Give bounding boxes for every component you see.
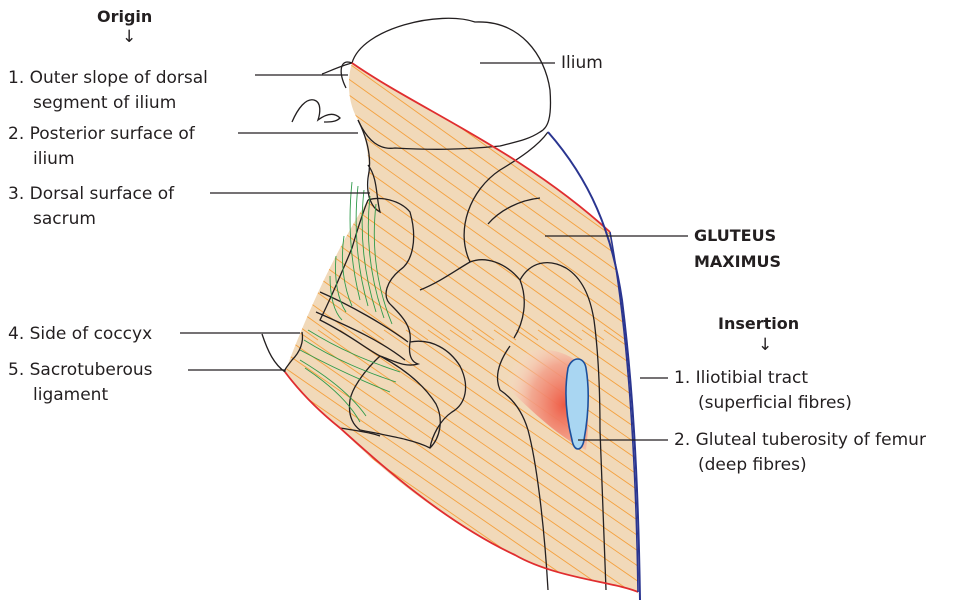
fibre-line [580, 40, 975, 340]
fibre-line [954, 40, 975, 340]
origin-5-line2: ligament [33, 383, 108, 407]
fibre-line [800, 40, 975, 340]
origin-1-line2: segment of ilium [33, 91, 176, 115]
fibre-line [912, 330, 975, 612]
insertion-2-line2: (deep fibres) [698, 453, 807, 477]
fibre-line [866, 40, 975, 340]
origin-1-line1: 1. Outer slope of dorsal [8, 66, 208, 90]
fibre-line [624, 40, 975, 340]
fibre-line [956, 330, 975, 612]
fibre-line [780, 330, 975, 612]
fibre-line [822, 40, 975, 340]
origin-3-line2: sacrum [33, 207, 96, 231]
origin-4-line1: 4. Side of coccyx [8, 322, 152, 346]
insertion-2-line1: 2. Gluteal tuberosity of femur [674, 428, 926, 452]
ilium-label: Ilium [561, 51, 603, 75]
muscle-name-line2: MAXIMUS [694, 250, 781, 274]
origin-arrow: ↓ [122, 28, 136, 46]
fibre-line [890, 330, 975, 612]
fibre-line [602, 40, 975, 340]
fibre-line [934, 330, 975, 612]
muscle-body [285, 63, 638, 592]
insertion-arrow: ↓ [758, 336, 772, 354]
fibre-line [824, 330, 975, 612]
insertion-heading: Insertion [718, 313, 799, 335]
fibre-line [690, 40, 975, 340]
fibre-line [756, 40, 975, 340]
fibre-line [778, 40, 975, 340]
fibre-line [844, 40, 975, 340]
fibre-line [802, 330, 975, 612]
fibre-line [668, 40, 975, 340]
origin-heading: Origin [97, 6, 152, 28]
fibre-line [868, 330, 975, 612]
muscle-name-line1: GLUTEUS [694, 224, 776, 248]
fibre-line [734, 40, 975, 340]
origin-2-line2: ilium [33, 147, 75, 171]
origin-3-line1: 3. Dorsal surface of [8, 182, 174, 206]
fibre-line [712, 40, 975, 340]
insertion-1-line2: (superficial fibres) [698, 391, 852, 415]
fibre-line [888, 40, 975, 340]
origin-5-line1: 5. Sacrotuberous [8, 358, 153, 382]
origin-2-line1: 2. Posterior surface of [8, 122, 195, 146]
fibre-line [910, 40, 975, 340]
fibre-line [846, 330, 975, 612]
insertion-1-line1: 1. Iliotibial tract [674, 366, 808, 390]
fibre-line [646, 40, 975, 340]
fibre-line [932, 40, 975, 340]
